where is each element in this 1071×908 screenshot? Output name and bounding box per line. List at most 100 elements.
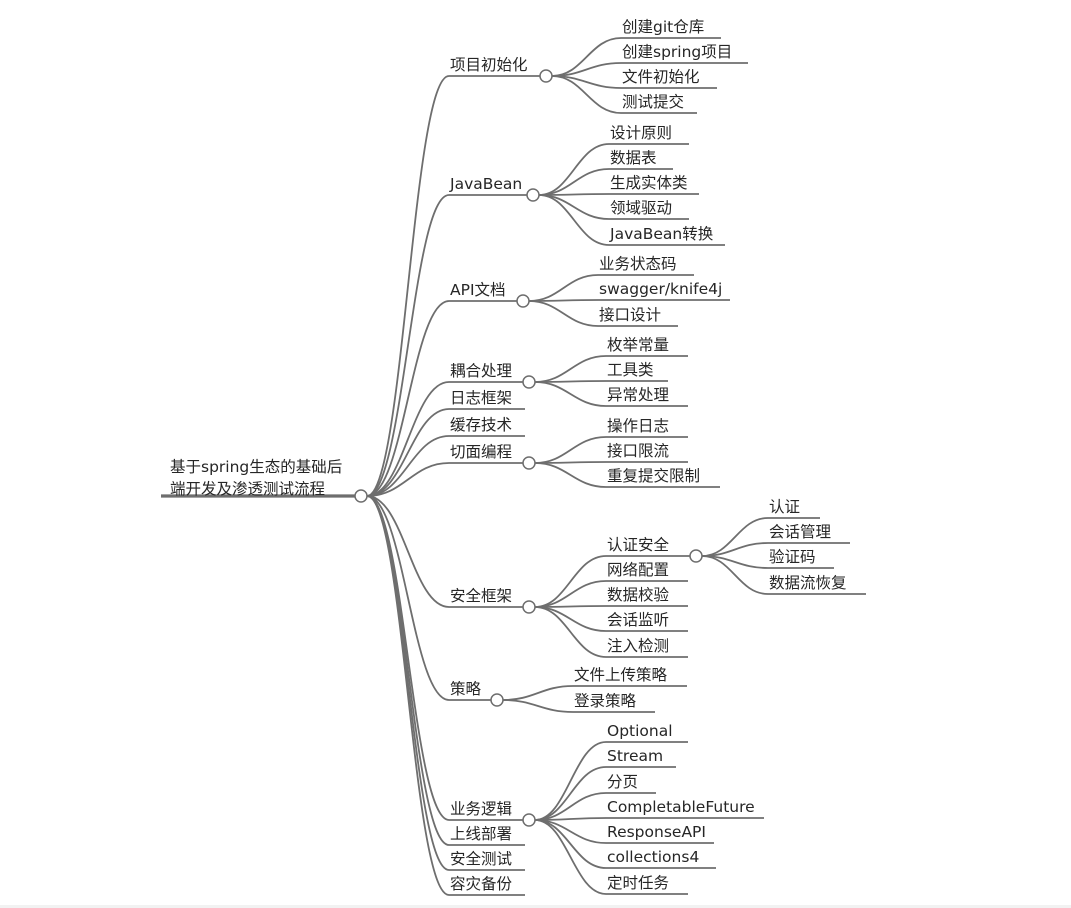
branch-label: 安全框架 xyxy=(450,587,512,605)
branch-label: 日志框架 xyxy=(450,389,512,407)
child-label: JavaBean转换 xyxy=(609,225,714,243)
edge-branch-to-child xyxy=(534,462,607,488)
edge-branch-to-child xyxy=(534,605,607,608)
edge-branch-to-child xyxy=(502,685,574,701)
child-label: 认证安全 xyxy=(607,536,670,554)
edge-root-to-branch xyxy=(366,462,450,497)
root-title-line-2: 端开发及渗透测试流程 xyxy=(170,480,325,498)
edge-branch-to-child xyxy=(534,741,607,821)
branch-collapse-toggle[interactable] xyxy=(539,69,553,83)
edge-branch-to-child xyxy=(502,699,574,713)
child-label: 会话监听 xyxy=(607,611,669,629)
child-label: 分页 xyxy=(607,773,638,791)
child-label: 数据表 xyxy=(610,149,657,167)
child-label: 领域驱动 xyxy=(610,199,672,217)
grandchild-label: 验证码 xyxy=(769,548,816,566)
child-label: 网络配置 xyxy=(607,561,669,579)
child-collapse-toggle[interactable] xyxy=(689,549,703,563)
child-label: 接口限流 xyxy=(607,442,669,460)
grandchild-label: 认证 xyxy=(769,498,800,516)
child-label: 重复提交限制 xyxy=(607,467,700,485)
branch-label: 上线部署 xyxy=(450,825,512,843)
child-label: 创建git仓库 xyxy=(622,18,704,36)
child-label: 数据校验 xyxy=(607,586,670,604)
child-label: 文件初始化 xyxy=(622,68,700,86)
edge-branch-to-child xyxy=(538,168,610,196)
child-label: 创建spring项目 xyxy=(622,43,732,61)
edge-root-to-branch xyxy=(366,435,450,497)
branch-label: 容灾备份 xyxy=(450,875,513,893)
edge-branch-to-child xyxy=(528,299,599,302)
branch-label: 切面编程 xyxy=(450,443,512,461)
edge-root-to-branch xyxy=(366,495,450,821)
edge-branch-to-child xyxy=(534,355,607,383)
child-label: 异常处理 xyxy=(607,386,669,404)
branch-collapse-toggle[interactable] xyxy=(522,375,536,389)
child-label: Stream xyxy=(607,747,663,765)
edge-branch-to-child xyxy=(551,75,622,114)
child-label: Optional xyxy=(607,722,673,740)
grandchild-label: 数据流恢复 xyxy=(769,574,847,592)
edge-branch-to-child xyxy=(538,194,610,220)
edge-branch-to-child xyxy=(528,274,599,302)
edge-branch-to-child xyxy=(534,606,607,632)
edge-root-to-branch xyxy=(366,75,450,497)
child-label: 工具类 xyxy=(607,361,654,379)
bottom-divider xyxy=(0,905,1071,908)
child-label: 登录策略 xyxy=(574,692,637,710)
branch-label: 项目初始化 xyxy=(450,56,528,74)
branch-collapse-toggle[interactable] xyxy=(522,600,536,614)
child-label: 注入检测 xyxy=(607,637,669,655)
child-label: 定时任务 xyxy=(607,874,669,892)
child-label: 接口设计 xyxy=(599,306,661,324)
branch-label: 安全测试 xyxy=(450,850,512,868)
edge-root-to-branch xyxy=(366,194,450,497)
edge-branch-to-child xyxy=(534,461,607,464)
child-label: 设计原则 xyxy=(610,124,672,142)
edge-branch-to-child xyxy=(534,819,607,895)
branch-label: 缓存技术 xyxy=(450,416,512,434)
child-label: collections4 xyxy=(607,848,699,866)
branch-collapse-toggle[interactable] xyxy=(522,813,536,827)
branch-collapse-toggle[interactable] xyxy=(490,693,504,707)
edge-root-to-branch xyxy=(366,300,450,497)
edge-branch-to-child xyxy=(534,819,607,869)
branch-collapse-toggle[interactable] xyxy=(526,188,540,202)
child-label: 操作日志 xyxy=(607,417,669,435)
edge-root-to-branch xyxy=(366,495,450,608)
child-label: swagger/knife4j xyxy=(599,280,722,298)
branch-label: API文档 xyxy=(450,281,506,299)
child-label: 文件上传策略 xyxy=(574,666,668,684)
edge-branch-to-child xyxy=(538,193,610,196)
edge-root-to-branch xyxy=(366,495,450,846)
branch-label: JavaBean xyxy=(449,175,522,193)
child-label: 枚举常量 xyxy=(607,336,669,354)
branch-label: 业务逻辑 xyxy=(450,800,512,818)
edge-branch-to-child xyxy=(534,381,607,407)
child-label: CompletableFuture xyxy=(607,798,755,816)
edge-child-to-grandchild xyxy=(701,555,769,595)
child-label: ResponseAPI xyxy=(607,823,706,841)
edge-branch-to-child xyxy=(534,436,607,464)
edge-root-to-branch xyxy=(366,495,450,896)
branch-label: 策略 xyxy=(450,680,482,698)
edge-root-to-branch xyxy=(366,495,450,701)
grandchild-label: 会话管理 xyxy=(769,523,831,541)
edge-branch-to-child xyxy=(534,606,607,658)
branch-collapse-toggle[interactable] xyxy=(516,294,530,308)
child-label: 业务状态码 xyxy=(599,255,677,273)
edge-root-to-branch xyxy=(366,408,450,497)
edge-branch-to-child xyxy=(528,300,599,327)
branch-collapse-toggle[interactable] xyxy=(522,456,536,470)
root-collapse-toggle[interactable] xyxy=(354,489,368,503)
edge-root-to-branch xyxy=(366,381,450,497)
branch-label: 耦合处理 xyxy=(450,362,512,380)
root-title-line-1: 基于spring生态的基础后 xyxy=(170,458,342,476)
edge-branch-to-child xyxy=(538,194,610,246)
child-label: 测试提交 xyxy=(622,93,684,111)
child-label: 生成实体类 xyxy=(610,174,688,192)
edge-branch-to-child xyxy=(534,380,607,383)
edge-branch-to-child xyxy=(534,580,607,608)
edge-branch-to-child xyxy=(534,766,607,821)
